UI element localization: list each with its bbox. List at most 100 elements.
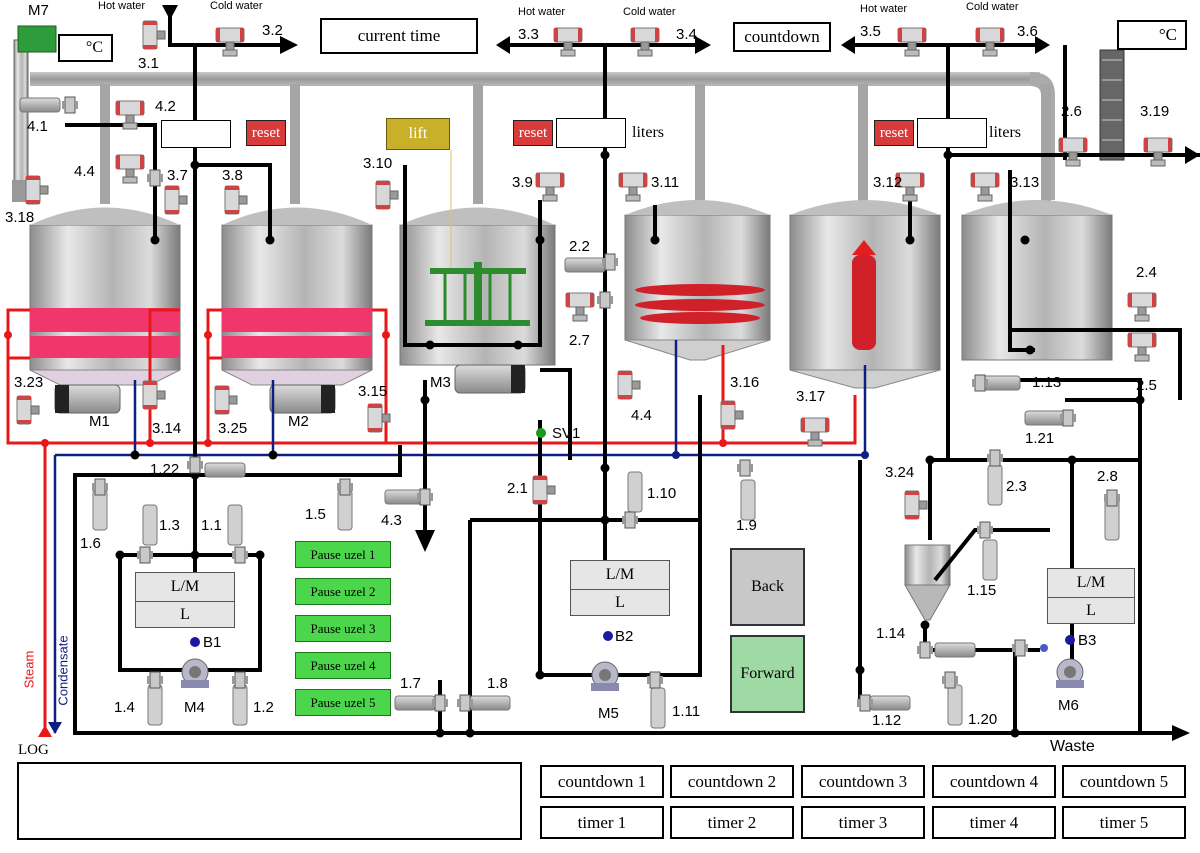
current-time-display: current time <box>320 18 478 54</box>
pause-button-4[interactable]: Pause uzel 4 <box>295 652 391 679</box>
valve-4-2-label: 4.2 <box>155 98 176 115</box>
sensor-b3-label: B3 <box>1078 632 1097 649</box>
valve-1-20-label: 1.20 <box>968 711 998 728</box>
valve-3-13-label: 3.13 <box>1010 174 1040 191</box>
valve-4-1-label: 4.1 <box>27 118 48 135</box>
temperature-display-right: °C <box>1117 20 1187 50</box>
pause-button-2[interactable]: Pause uzel 2 <box>295 578 391 605</box>
temperature-unit-left: °C <box>85 39 103 56</box>
valve-3-23-label: 3.23 <box>14 374 44 391</box>
lm-mode-bottom-2[interactable]: L <box>570 589 670 616</box>
waste-label: Waste <box>1050 738 1095 755</box>
cold-water-label-3: Cold water <box>966 1 1019 13</box>
pause-button-3[interactable]: Pause uzel 3 <box>295 615 391 642</box>
valve-2-5-label: 2.5 <box>1136 377 1157 394</box>
valve-1-7-label: 1.7 <box>400 675 421 692</box>
liters-label-3: liters <box>989 124 1021 141</box>
reset-button-3[interactable]: reset <box>874 120 914 146</box>
motor-m3-label: M3 <box>430 374 451 391</box>
condensate-label-wrap: Condensate <box>56 625 78 715</box>
motor-m1-label: M1 <box>89 413 110 430</box>
lm-mode-bottom-3[interactable]: L <box>1047 597 1135 624</box>
steam-label: Steam <box>21 650 37 689</box>
valve-3-8-label: 3.8 <box>222 167 243 184</box>
timer-2: timer 2 <box>670 806 794 839</box>
lift-button[interactable]: lift <box>386 118 450 150</box>
countdown-3: countdown 3 <box>801 765 925 798</box>
valve-4-4-label-a: 4.4 <box>74 163 95 180</box>
valve-3-18-label: 3.18 <box>5 209 35 226</box>
valve-3-15-label: 3.15 <box>358 383 388 400</box>
valve-3-14-label: 3.14 <box>152 420 182 437</box>
valve-1-2-label: 1.2 <box>253 699 274 716</box>
countdown-2: countdown 2 <box>670 765 794 798</box>
valve-1-12-label: 1.12 <box>872 712 902 729</box>
log-panel <box>17 762 522 840</box>
log-label: LOG <box>18 742 49 758</box>
motor-m4-label: M4 <box>184 699 205 716</box>
valve-2-6-label: 2.6 <box>1061 103 1082 120</box>
valve-2-2-label: 2.2 <box>569 238 590 255</box>
valve-1-14-label: 1.14 <box>876 625 906 642</box>
valve-4-3-label: 4.3 <box>381 512 402 529</box>
back-button[interactable]: Back <box>730 548 805 626</box>
valve-1-4-label: 1.4 <box>114 699 135 716</box>
valve-1-9-label: 1.9 <box>736 517 757 534</box>
valve-2-8-label: 2.8 <box>1097 468 1118 485</box>
valve-3-10-label: 3.10 <box>363 155 393 172</box>
valve-3-11-label: 3.11 <box>651 174 680 191</box>
valve-3-6-label: 3.6 <box>1017 23 1038 40</box>
reset-button-2[interactable]: reset <box>513 120 553 146</box>
valve-3-24-label: 3.24 <box>885 464 915 481</box>
forward-button[interactable]: Forward <box>730 635 805 713</box>
volume-field-2[interactable] <box>556 118 626 148</box>
valve-3-25-label: 3.25 <box>218 420 248 437</box>
countdown-5: countdown 5 <box>1062 765 1186 798</box>
valve-1-10-label: 1.10 <box>647 485 677 502</box>
lm-mode-top-2[interactable]: L/M <box>570 560 670 590</box>
valve-2-4-label: 2.4 <box>1136 264 1157 281</box>
timer-4: timer 4 <box>932 806 1056 839</box>
valve-2-7-label: 2.7 <box>569 332 590 349</box>
valve-3-4-label: 3.4 <box>676 26 697 43</box>
valve-3-1-label: 3.1 <box>138 55 159 72</box>
valve-3-3-label: 3.3 <box>518 26 539 43</box>
hot-water-label-3: Hot water <box>860 3 908 15</box>
valve-3-2-label: 3.2 <box>262 22 283 39</box>
hot-water-label-1: Hot water <box>98 0 146 12</box>
valve-1-13-label: 1.13 <box>1032 374 1062 391</box>
valve-1-15-label: 1.15 <box>967 582 997 599</box>
motor-m2-label: M2 <box>288 413 309 430</box>
motor-m7-label: M7 <box>28 2 49 19</box>
lm-mode-bottom-1[interactable]: L <box>135 601 235 628</box>
temperature-display-left: °C <box>58 34 113 62</box>
lm-mode-top-3[interactable]: L/M <box>1047 568 1135 598</box>
sensor-b1-label: B1 <box>203 634 222 651</box>
valve-1-11-label: 1.11 <box>672 703 701 720</box>
solenoid-sv1-label: SV1 <box>552 425 581 442</box>
volume-field-1[interactable] <box>161 120 231 148</box>
lm-mode-top-1[interactable]: L/M <box>135 572 235 602</box>
valve-3-12-label: 3.12 <box>873 174 903 191</box>
temperature-unit-right: °C <box>1158 25 1177 44</box>
valve-3-19-label: 3.19 <box>1140 103 1170 120</box>
pause-button-5[interactable]: Pause uzel 5 <box>295 689 391 716</box>
valve-1-3-label: 1.3 <box>159 517 180 534</box>
valve-3-17-label: 3.17 <box>796 388 826 405</box>
cold-water-label-2: Cold water <box>623 6 676 18</box>
valve-3-9-label: 3.9 <box>512 174 533 191</box>
reset-button-1[interactable]: reset <box>246 120 286 146</box>
countdown-1: countdown 1 <box>540 765 664 798</box>
valve-2-1-label: 2.1 <box>507 480 528 497</box>
pause-button-1[interactable]: Pause uzel 1 <box>295 541 391 568</box>
hot-water-label-2: Hot water <box>518 6 566 18</box>
liters-label-2: liters <box>632 124 664 141</box>
valve-1-5-label: 1.5 <box>305 506 326 523</box>
volume-field-3[interactable] <box>917 118 987 148</box>
valve-2-3-label: 2.3 <box>1006 478 1027 495</box>
valve-1-1-label: 1.1 <box>201 517 222 534</box>
valve-3-16-label: 3.16 <box>730 374 760 391</box>
valve-1-6-label: 1.6 <box>80 535 101 552</box>
motor-m6-label: M6 <box>1058 697 1079 714</box>
valve-1-22-label: 1.22 <box>150 461 180 478</box>
